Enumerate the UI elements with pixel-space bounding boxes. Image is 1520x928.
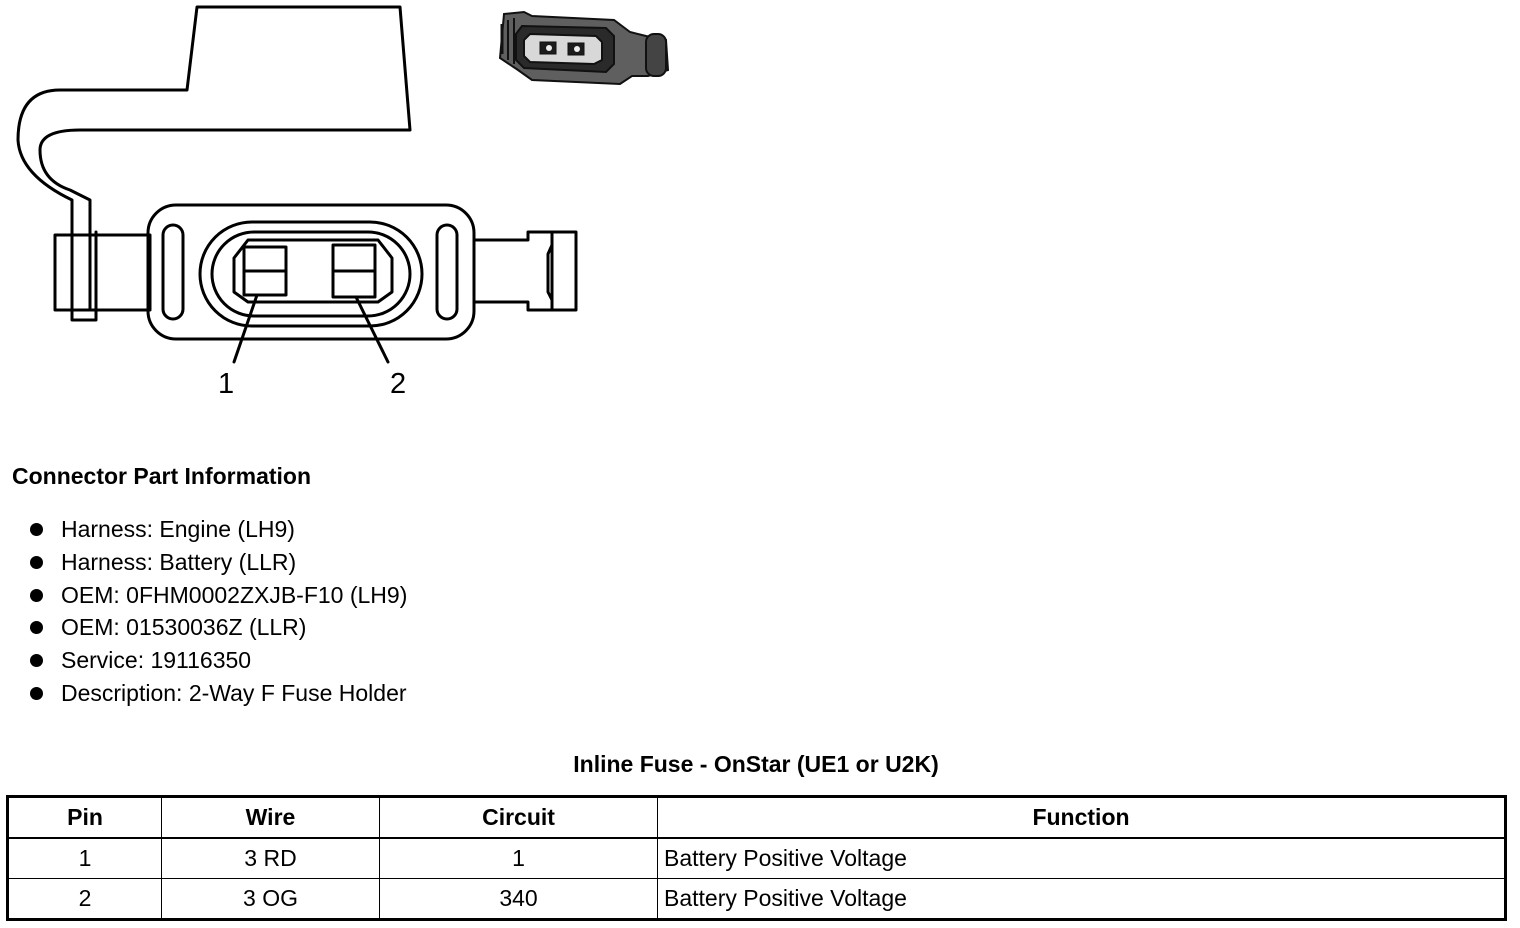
right-tube bbox=[472, 230, 554, 312]
left-tube bbox=[53, 233, 152, 312]
connector-illustration bbox=[16, 5, 670, 364]
pin-1-leader bbox=[232, 293, 259, 364]
header-circuit: Circuit bbox=[379, 796, 658, 839]
info-item-description: Description: 2-Way F Fuse Holder bbox=[26, 677, 407, 710]
cell-wire: 3 OG bbox=[161, 878, 380, 920]
cell-wire: 3 RD bbox=[161, 837, 380, 879]
cell-function: Battery Positive Voltage bbox=[657, 837, 1506, 879]
cell-function: Battery Positive Voltage bbox=[657, 878, 1506, 920]
header-pin: Pin bbox=[7, 796, 162, 839]
pin-table-caption: Inline Fuse - OnStar (UE1 or U2K) bbox=[573, 751, 939, 777]
bullet-icon bbox=[30, 588, 43, 602]
cell-pin: 2 bbox=[7, 878, 162, 920]
info-item-text: Harness: Engine (LH9) bbox=[61, 516, 295, 542]
pin-2-leader bbox=[354, 295, 390, 364]
bullet-icon bbox=[30, 621, 43, 635]
right-slot bbox=[435, 223, 459, 321]
info-item-oem-lh9: OEM: 0FHM0002ZXJB-F10 (LH9) bbox=[26, 579, 407, 612]
cell-circuit: 340 bbox=[379, 878, 658, 920]
info-item-text: Harness: Battery (LLR) bbox=[61, 548, 297, 575]
table-header-row: Pin Wire Circuit Function bbox=[7, 796, 1506, 839]
pin-label-2: 2 bbox=[390, 368, 407, 400]
pin-table: Pin Wire Circuit Function 1 3 RD 1 Batte… bbox=[6, 795, 1507, 921]
connector-thumbnail bbox=[498, 10, 670, 86]
bullet-icon bbox=[30, 523, 43, 536]
cell-pin: 1 bbox=[7, 837, 162, 879]
info-item-harness-engine: Harness: Engine (LH9) bbox=[26, 513, 407, 546]
pin-label-1: 1 bbox=[218, 368, 235, 400]
terminal-cavity-outer bbox=[198, 220, 424, 328]
fuse-holder-body bbox=[146, 203, 476, 341]
connector-info-title: Connector Part Information bbox=[12, 463, 312, 489]
info-item-text: OEM: 0FHM0002ZXJB-F10 (LH9) bbox=[61, 581, 408, 608]
wire-strap bbox=[70, 230, 98, 322]
info-item-oem-llr: OEM: 01530036Z (LLR) bbox=[26, 611, 407, 644]
terminal-shroud bbox=[232, 238, 394, 304]
info-item-text: OEM: 01530036Z (LLR) bbox=[61, 614, 307, 641]
left-slot bbox=[161, 223, 185, 321]
header-function: Function bbox=[657, 796, 1506, 839]
header-wire: Wire bbox=[161, 796, 380, 839]
connector-info-list: Harness: Engine (LH9) Harness: Battery (… bbox=[26, 513, 407, 710]
info-item-text: Description: 2-Way F Fuse Holder bbox=[61, 679, 407, 706]
info-item-harness-battery: Harness: Battery (LLR) bbox=[26, 546, 407, 579]
bullet-icon bbox=[30, 654, 43, 668]
info-item-service: Service: 19116350 bbox=[26, 644, 407, 677]
table-row: 1 3 RD 1 Battery Positive Voltage bbox=[7, 837, 1506, 879]
terminal-cavity-inner bbox=[210, 230, 412, 318]
cell-circuit: 1 bbox=[379, 837, 658, 879]
bullet-icon bbox=[30, 686, 43, 700]
info-item-text: Service: 19116350 bbox=[61, 647, 252, 674]
table-row: 2 3 OG 340 Battery Positive Voltage bbox=[7, 878, 1506, 920]
bullet-icon bbox=[30, 555, 43, 569]
